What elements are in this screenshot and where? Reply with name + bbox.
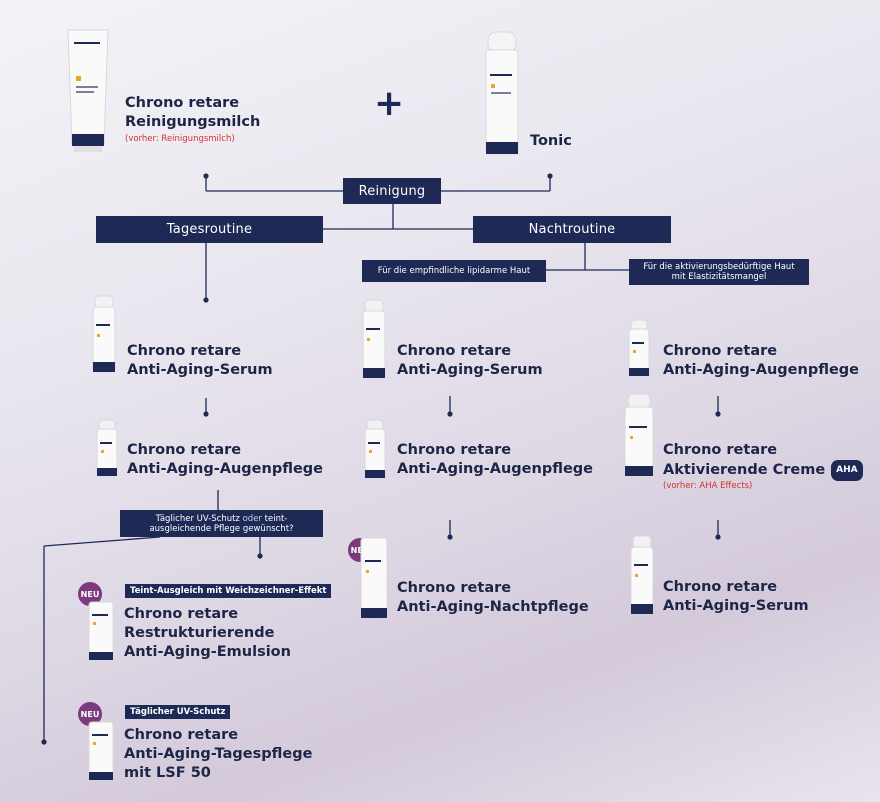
uv-schutz-tag: Täglicher UV-Schutz [125, 705, 231, 719]
tonic-name: Tonic [530, 133, 572, 149]
aha-badge: AHA [831, 460, 863, 481]
middle-augenpflege-name: Chrono retare Anti-Aging-Augenpflege [397, 442, 594, 477]
aktivierende-creme-bottle-image [624, 393, 654, 477]
nachtpflege-name: Chrono retare Anti-Aging-Nachtpflege [397, 580, 589, 615]
right-augenpflege-bottle-image [628, 319, 650, 377]
aktivierungsbeduerftige-haut-box: Für die aktivierungsbedürftige Haut mit … [629, 259, 809, 285]
reinigung-box: Reinigung [343, 178, 441, 204]
reinigungsmilch-tube-image [67, 29, 109, 152]
right-serum-bottle-image [630, 535, 654, 615]
left-serum-bottle-image [92, 295, 116, 373]
left-augenpflege-bottle-image [96, 419, 118, 477]
nachtpflege-bottle-image [360, 537, 388, 619]
middle-serum-name: Chrono retare Anti-Aging-Serum [397, 343, 543, 378]
emulsion-bottle-image [88, 601, 114, 661]
teint-ausgleich-tag: Teint-Ausgleich mit Weichzeichner-Effekt [125, 584, 332, 598]
left-serum-name: Chrono retare Anti-Aging-Serum [127, 343, 273, 378]
lipidarme-haut-box: Für die empfindliche lipidarme Haut [362, 260, 546, 282]
emulsion-name: Chrono retare Restrukturierende Anti-Agi… [124, 606, 291, 660]
left-augenpflege-name: Chrono retare Anti-Aging-Augenpflege [127, 442, 324, 477]
uv-schutz-question-box: Täglicher UV-Schutz oder teint- ausgleic… [120, 510, 323, 537]
reinigungsmilch-name: Chrono retare Reinigungsmilch [125, 95, 261, 130]
tagespflege-name: Chrono retare Anti-Aging-Tagespflege mit… [124, 727, 313, 781]
right-serum-name: Chrono retare Anti-Aging-Serum [663, 579, 809, 614]
reinigungsmilch-note: (vorher: Reinigungsmilch) [125, 134, 235, 144]
aktivierende-creme-note: (vorher: AHA Effects) [663, 481, 753, 491]
middle-serum-bottle-image [362, 299, 386, 379]
tonic-bottle-image [485, 31, 519, 155]
nachtroutine-box: Nachtroutine [473, 216, 671, 243]
tagespflege-bottle-image [88, 721, 114, 781]
plus-sign: + [374, 83, 405, 124]
middle-augenpflege-bottle-image [364, 419, 386, 479]
tagesroutine-box: Tagesroutine [96, 216, 323, 243]
right-augenpflege-name: Chrono retare Anti-Aging-Augenpflege [663, 343, 860, 378]
